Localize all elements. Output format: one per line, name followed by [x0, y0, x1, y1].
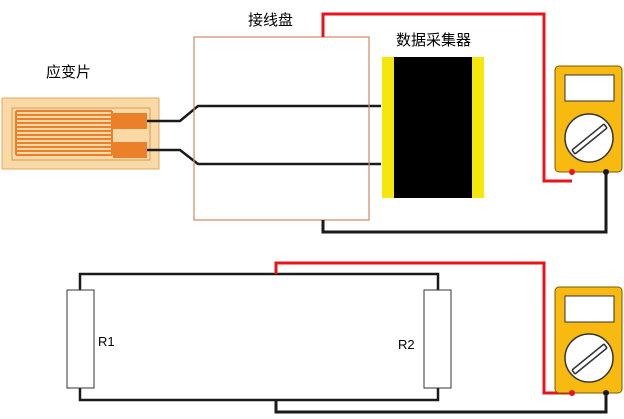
- daq-label: 数据采集器: [396, 31, 471, 49]
- multimeter-icon: [554, 65, 623, 175]
- strain-gauge-label: 应变片: [46, 63, 91, 81]
- top-red-wire: [321, 12, 572, 183]
- multimeter-icon: [554, 286, 623, 396]
- bridge-wires: [78, 272, 440, 402]
- r2-label: R2: [398, 337, 415, 352]
- top-black-wire: [321, 172, 608, 234]
- bottom-red-wire: [274, 261, 572, 395]
- r1-label: R1: [98, 334, 115, 349]
- resistor-r2: [423, 289, 452, 389]
- resistor-r1: [66, 289, 95, 389]
- strain-gauge-icon: [1, 97, 160, 170]
- bottom-black-wire: [274, 396, 608, 414]
- data-acquisition-icon: [382, 57, 484, 198]
- terminal-board-label: 接线盘: [248, 11, 293, 29]
- gauge-lead-wires: [147, 104, 381, 166]
- terminal-board-icon: [193, 36, 370, 221]
